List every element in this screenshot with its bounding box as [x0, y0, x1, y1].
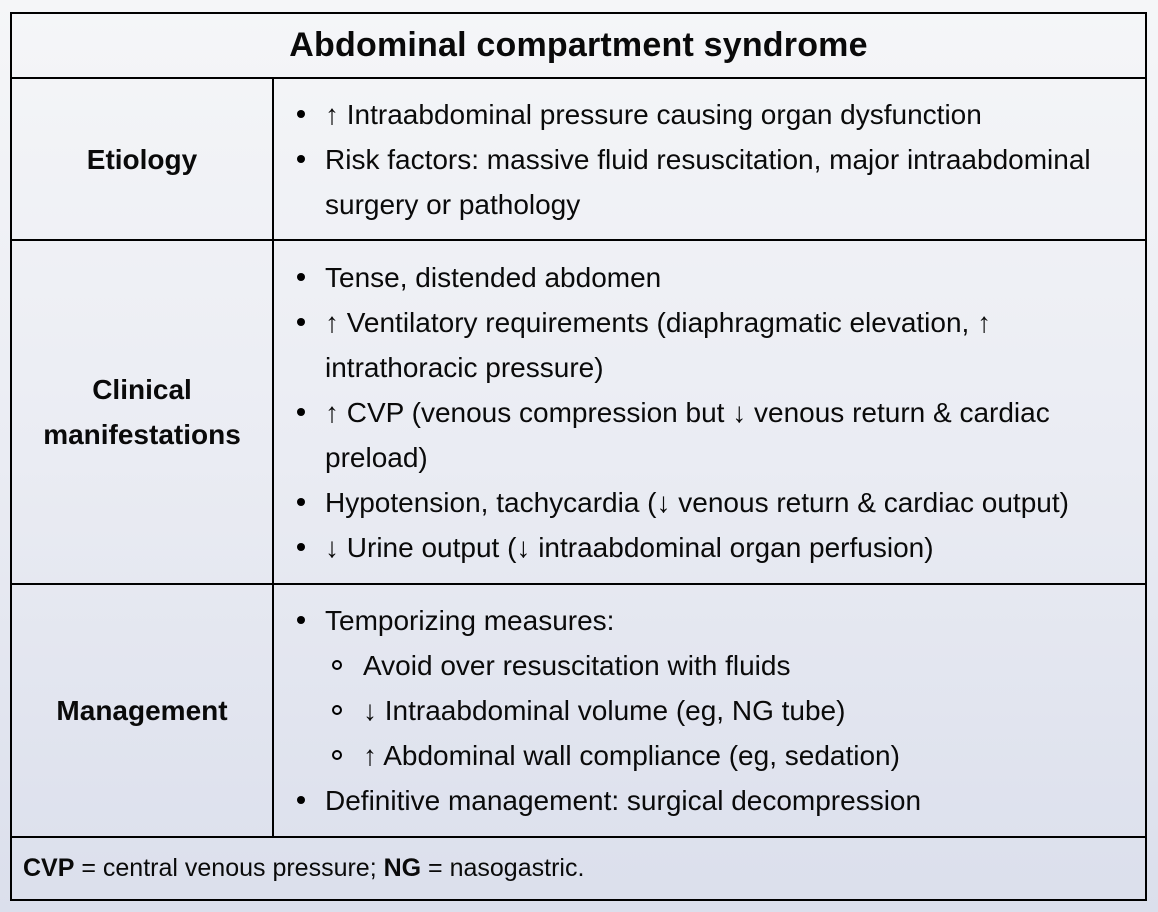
abbreviation-cvp: CVP [23, 854, 75, 882]
management-row: Management Temporizing measures: Avoid o… [12, 585, 1145, 838]
footnote: CVP = central venous pressure; NG = naso… [23, 854, 584, 883]
bullet-item: ↑ Intraabdominal pressure causing organ … [274, 92, 1127, 137]
definition-ng: = nasogastric. [421, 854, 585, 882]
bullet-item: Hypotension, tachycardia (↓ venous retur… [274, 480, 1127, 525]
etiology-row: Etiology ↑ Intraabdominal pressure causi… [12, 79, 1145, 241]
row-label-text: Management [56, 695, 228, 726]
clinical-manifestations-label: Clinical manifestations [12, 241, 274, 583]
definition-cvp: = central venous pressure; [74, 854, 384, 882]
bullet-item: Definitive management: surgical decompre… [274, 778, 1127, 823]
row-label-text: Etiology [86, 143, 198, 175]
bullet-item: ↑ CVP (venous compression but ↓ venous r… [274, 390, 1127, 480]
sub-bullet-item: ↓ Intraabdominal volume (eg, NG tube) [274, 688, 1127, 733]
bullet-item: Risk factors: massive fluid resuscitatio… [274, 137, 1127, 227]
management-label: Management [12, 585, 274, 836]
bullet-item: ↑ Ventilatory requirements (diaphragmati… [274, 300, 1127, 390]
footnote-row: CVP = central venous pressure; NG = naso… [12, 838, 1145, 899]
clinical-manifestations-content: Tense, distended abdomen ↑ Ventilatory r… [274, 241, 1145, 583]
clinical-manifestations-row: Clinical manifestations Tense, distended… [12, 241, 1145, 585]
row-label-text: Clinical manifestations [43, 374, 241, 450]
abbreviation-ng: NG [383, 854, 422, 882]
sub-bullet-item: Avoid over resuscitation with fluids [274, 643, 1127, 688]
management-content: Temporizing measures: Avoid over resusci… [274, 585, 1145, 836]
table-title-row: Abdominal compartment syndrome [12, 14, 1145, 79]
bullet-item: ↓ Urine output (↓ intraabdominal organ p… [274, 525, 1127, 570]
table-title: Abdominal compartment syndrome [289, 26, 868, 64]
etiology-content: ↑ Intraabdominal pressure causing organ … [274, 79, 1145, 239]
bullet-item: Tense, distended abdomen [274, 255, 1127, 300]
sub-bullet-item: ↑ Abdominal wall compliance (eg, sedatio… [274, 733, 1127, 778]
etiology-label: Etiology [12, 79, 274, 239]
bullet-item: Temporizing measures: [274, 598, 1127, 643]
acs-table: Abdominal compartment syndrome Etiology … [10, 12, 1147, 901]
